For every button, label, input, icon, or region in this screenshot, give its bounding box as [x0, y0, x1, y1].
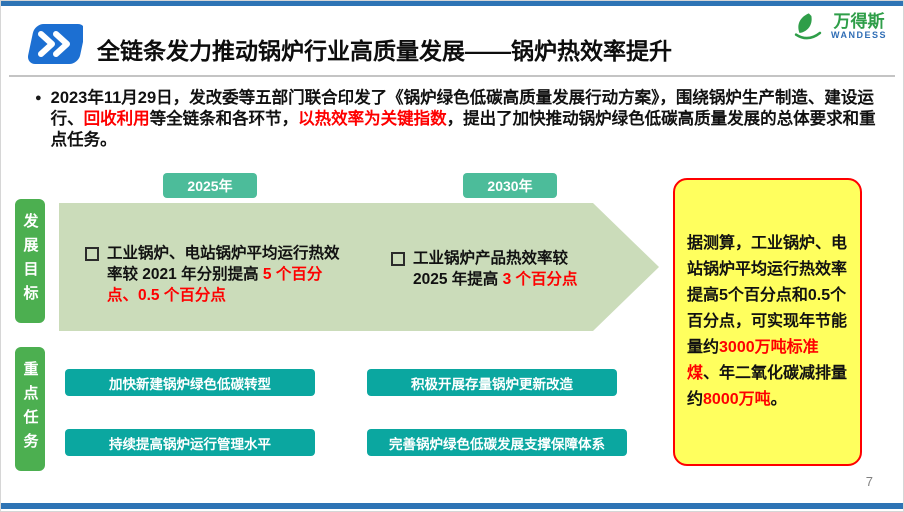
goal-item-2030: 工业锅炉产品热效率较 2025 年提高 3 个百分点 [391, 248, 583, 290]
task-pill-new-boiler-transition: 加快新建锅炉绿色低碳转型 [65, 369, 315, 396]
logo-name-en: WANDESS [830, 30, 887, 41]
section-label-development-goals: 发展目标 [15, 199, 45, 323]
goal-text-2030: 工业锅炉产品热效率较 2025 年提高 3 个百分点 [413, 250, 578, 288]
page-number: 7 [865, 474, 873, 489]
timeline-arrow [59, 203, 659, 331]
year-tag-2025: 2025年 [163, 173, 257, 198]
checkbox-bullet-icon [85, 247, 99, 261]
leaf-logo-icon [794, 13, 822, 40]
goal-text-2025: 工业锅炉、电站锅炉平均运行热效率较 2021 年分别提高 5 个百分点、0.5 … [107, 245, 340, 304]
bottom-accent-bar [1, 503, 903, 509]
impact-callout-text: 据测算，工业锅炉、电站锅炉平均运行热效率提高5个百分点和0.5个百分点，可实现年… [687, 235, 848, 408]
task-pill-existing-boiler-upgrade: 积极开展存量锅炉更新改造 [367, 369, 617, 396]
impact-callout-box: 据测算，工业锅炉、电站锅炉平均运行热效率提高5个百分点和0.5个百分点，可实现年… [673, 178, 862, 466]
year-tag-2030: 2030年 [463, 173, 557, 198]
task-pill-operation-management: 持续提高锅炉运行管理水平 [65, 429, 315, 456]
goal-item-2025: 工业锅炉、电站锅炉平均运行热效率较 2021 年分别提高 5 个百分点、0.5 … [85, 243, 344, 306]
intro-text: 2023年11月29日，发改委等五部门联合印发了《锅炉绿色低碳高质量发展行动方案… [50, 89, 876, 149]
page-title: 全链条发力推动锅炉行业高质量发展——锅炉热效率提升 [97, 38, 672, 64]
top-accent-bar [1, 1, 903, 6]
bullet-icon: ● [35, 92, 42, 104]
task-pill-support-system: 完善锅炉绿色低碳发展支撑保障体系 [367, 429, 627, 456]
section-label-key-tasks: 重点任务 [15, 347, 45, 471]
logo-name-cn: 万得斯 [833, 11, 885, 31]
checkbox-bullet-icon [391, 252, 405, 266]
intro-paragraph: ● 2023年11月29日，发改委等五部门联合印发了《锅炉绿色低碳高质量发展行动… [35, 88, 881, 151]
header-divider [9, 75, 895, 77]
wandess-logo: 万得斯 WANDESS [791, 10, 887, 44]
double-chevron-icon [15, 23, 86, 70]
